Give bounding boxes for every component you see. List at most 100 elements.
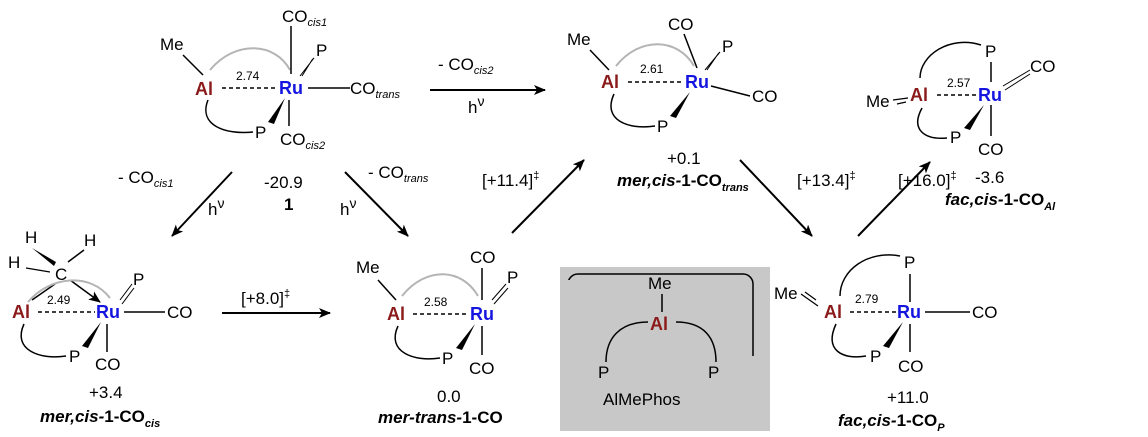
phosphorus-atom-1: P	[507, 268, 518, 287]
al-ru-distance: 2.49	[47, 293, 71, 307]
compound-label-mer-trans-co: mer-trans-1-CO	[378, 408, 503, 427]
aluminum-atom: Al	[824, 302, 842, 322]
co-label: CO	[972, 303, 998, 322]
ru-p-hashed-bond	[491, 283, 509, 305]
compound-label-1: 1	[284, 195, 293, 214]
co-label-bottom: CO	[978, 140, 1004, 159]
co-label-bottom: CO	[95, 355, 121, 374]
al-p-arc-left	[605, 321, 649, 363]
al-p-arc-right	[675, 321, 717, 363]
hydrogen-atom-1: H	[25, 228, 37, 247]
methyl-label: Me	[160, 35, 184, 54]
ts-energy: [+8.0]‡	[241, 288, 290, 308]
ru-p-wedge-bond	[268, 98, 285, 124]
methyl-label: Me	[648, 274, 672, 293]
c-h-bond-2	[25, 267, 51, 273]
al-p-arc-top	[839, 254, 901, 297]
phosphorus-atom-2: P	[255, 123, 266, 142]
phosphorus-atom-bottom: P	[950, 128, 961, 147]
al-me-hashed-bond	[800, 291, 819, 307]
arrow-ts-13-4: [+13.4]‡	[739, 159, 856, 237]
carbon-atom: C	[55, 265, 67, 284]
ligand-name: AlMePhos	[603, 390, 680, 409]
ru-p-wedge-bond	[82, 322, 101, 348]
ru-co-bond-upper	[683, 33, 698, 69]
phosphine-backbone-arc	[615, 43, 695, 67]
ru-p-wedge-bond	[670, 92, 690, 118]
arrow-label-hv: hν	[340, 195, 356, 219]
inset-shadow	[560, 280, 770, 430]
co-label-top: CO	[470, 248, 496, 267]
aluminum-atom: Al	[195, 79, 213, 99]
methyl-label: Me	[866, 92, 890, 111]
arrow-photolysis-co-cis2: - COcis2 hν	[430, 55, 546, 117]
phosphorus-atom-left: P	[598, 363, 609, 382]
al-me-hashed-bond	[892, 97, 909, 105]
ruthenium-atom: Ru	[96, 302, 120, 322]
arrow-ts-16-0: [+16.0]‡	[857, 161, 957, 237]
reaction-arrow	[739, 159, 813, 237]
al-ru-distance: 2.58	[424, 295, 448, 309]
ruthenium-atom: Ru	[470, 304, 494, 324]
al-c-bond	[31, 283, 56, 301]
co-cis1-label: COcis1	[282, 7, 327, 29]
structure-1: Me Al 2.74 Ru COcis1 P COtrans P COcis2 …	[160, 7, 400, 214]
ru-p-hashed-bond	[119, 283, 135, 305]
al-me-bond	[182, 54, 204, 76]
arrow-label-minus-co: - COcis2	[438, 55, 493, 77]
arrow-ts-8-0: [+8.0]‡	[222, 288, 331, 318]
ruthenium-atom: Ru	[279, 78, 303, 98]
phosphine-backbone-arc	[27, 279, 111, 303]
al-p-arc	[394, 325, 441, 360]
al-p-arc-top	[919, 41, 982, 79]
phosphorus-atom-2: P	[657, 117, 668, 136]
al-ru-distance: 2.74	[236, 69, 260, 83]
energy-fac-cis-co-al: -3.6	[975, 168, 1004, 187]
ts-energy: [+16.0]‡	[898, 170, 957, 190]
structure-fac-cis-co-p: P Me Al 2.79 Ru CO P CO +11.0 fac,cis-1-…	[774, 253, 998, 434]
c-h-bond-3	[67, 249, 85, 263]
structure-mer-cis-co-trans: Me Al 2.61 Ru CO P CO P +0.1 mer,cis-1-C…	[567, 15, 778, 194]
c-ru-agostic-bond	[69, 279, 101, 303]
compound-label-mer-cis-co-trans: mer,cis-1-COtrans	[617, 171, 749, 194]
al-me-bond	[589, 49, 610, 71]
aluminum-atom: Al	[650, 314, 668, 334]
ru-p-wedge-bond	[964, 105, 984, 130]
phosphorus-atom-right: P	[708, 363, 719, 382]
ruthenium-atom: Ru	[897, 302, 921, 322]
co-label-bottom: CO	[469, 359, 495, 378]
arrow-ts-11-4: [+11.4]‡	[482, 159, 585, 234]
ru-p-hashed-bond	[704, 51, 721, 71]
reaction-arrow	[344, 171, 409, 237]
co-label: CO	[1030, 57, 1056, 76]
arrow-label-hv: hν	[208, 195, 224, 219]
aluminum-atom: Al	[910, 85, 928, 105]
arrow-label-hv: hν	[468, 93, 484, 117]
phosphorus-atom-2: P	[69, 347, 80, 366]
al-p-arc	[205, 99, 254, 134]
arrow-label-minus-co: - COcis1	[118, 168, 173, 190]
co-label: CO	[167, 303, 193, 322]
aluminum-atom: Al	[601, 72, 619, 92]
phosphorus-atom-bottom: P	[870, 347, 881, 366]
ru-p-hashed-bond	[299, 57, 315, 77]
reaction-arrow	[171, 171, 233, 237]
arrow-label-minus-co: - COtrans	[368, 163, 429, 185]
phosphorus-atom-2: P	[442, 349, 453, 368]
al-me-bond	[377, 279, 397, 301]
reaction-arrow	[857, 161, 931, 237]
methyl-label: Me	[356, 258, 380, 277]
structure-fac-cis-co-al: P Me Al 2.57 Ru CO P CO -3.6 fac,cis-1-C…	[866, 41, 1056, 213]
al-p-arc	[610, 93, 656, 128]
phosphine-backbone-arc	[401, 273, 479, 297]
aluminum-atom: Al	[387, 304, 405, 324]
al-p-arc-bottom	[831, 323, 867, 358]
hydrogen-atom-3: H	[84, 231, 96, 250]
co-label: CO	[752, 87, 778, 106]
energy-mer-cis-co-cis: +3.4	[89, 383, 123, 402]
almephos-inset: Me Al P P AlMePhos	[560, 267, 770, 431]
ruthenium-atom: Ru	[978, 85, 1002, 105]
arrow-photolysis-co-cis1: - COcis1 hν	[118, 168, 233, 237]
ruthenium-atom: Ru	[685, 72, 709, 92]
